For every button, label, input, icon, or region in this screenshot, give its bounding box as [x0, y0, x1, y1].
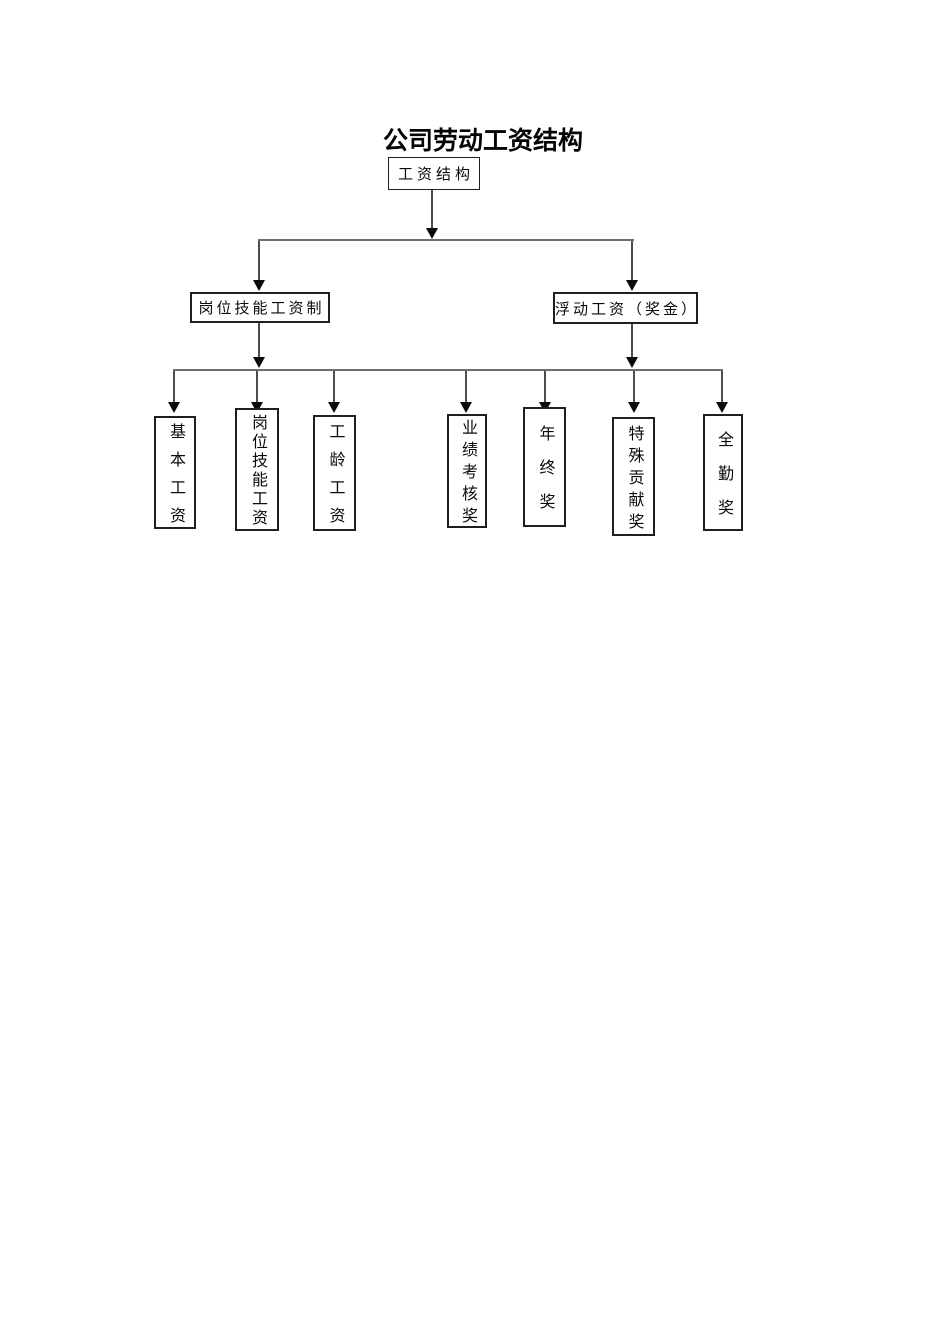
connector-leaf-drop [633, 371, 635, 402]
leaf-special-contribution-award-label: 特殊贡献奖 [625, 424, 643, 535]
leaf-seniority-wage: 工龄工资 [313, 415, 356, 535]
connector-leaf-drop [721, 371, 723, 402]
arrow-down-icon [253, 357, 265, 368]
node-floating-wage-bonus: 浮动工资（奖金） [553, 292, 698, 324]
arrow-down-icon [716, 402, 728, 413]
node-post-skill-wage-system: 岗位技能工资制 [190, 292, 330, 323]
leaf-special-contribution-award: 特殊贡献奖 [612, 417, 655, 536]
connector-right-to-rail [631, 324, 633, 357]
leaf-post-skill-wage: 岗位技能工资 [235, 408, 279, 531]
connector-leaf-drop [544, 371, 546, 402]
leaf-performance-appraisal-award: 业绩考核奖 [447, 414, 487, 529]
leaf-full-attendance-award-label: 全勤奖 [715, 430, 732, 533]
arrow-down-icon [328, 402, 340, 413]
leaf-year-end-award: 年终奖 [523, 407, 566, 527]
connector-branch-right-drop [631, 241, 633, 280]
leaf-full-attendance-award: 全勤奖 [703, 414, 743, 533]
leaf-basic-wage-label: 基本工资 [167, 422, 184, 535]
connector-leaf-drop [333, 371, 335, 402]
arrow-down-icon [460, 402, 472, 413]
node-wage-structure-label: 工资结构 [397, 166, 474, 183]
leaf-year-end-award-label: 年终奖 [536, 425, 554, 527]
leaf-seniority-wage-label: 工龄工资 [326, 423, 344, 535]
node-post-skill-wage-system-label: 岗位技能工资制 [198, 300, 325, 317]
connector-root-drop [431, 190, 433, 228]
node-wage-structure: 工资结构 [388, 157, 480, 190]
arrow-down-icon [626, 280, 638, 291]
arrow-down-icon [626, 357, 638, 368]
arrow-down-icon [426, 228, 438, 239]
connector-branch-left-drop [258, 241, 260, 280]
node-floating-wage-bonus-label: 浮动工资（奖金） [555, 300, 700, 318]
page-title: 公司劳动工资结构 [383, 127, 584, 155]
connector-leaf-drop [173, 371, 175, 402]
connector-left-to-rail [258, 323, 260, 357]
leaf-performance-appraisal-award-label: 业绩考核奖 [459, 419, 476, 529]
leaf-post-skill-wage-label: 岗位技能工资 [249, 414, 266, 528]
connector-leaf-drop [256, 371, 258, 402]
arrow-down-icon [253, 280, 265, 291]
connector-leaf-drop [465, 371, 467, 402]
arrow-down-icon [168, 402, 180, 413]
connector-rail-level2 [258, 239, 634, 241]
arrow-down-icon [628, 402, 640, 413]
arrow-down-icon [251, 402, 263, 413]
leaf-basic-wage: 基本工资 [154, 416, 196, 535]
connector-rail-leaves [173, 369, 723, 371]
